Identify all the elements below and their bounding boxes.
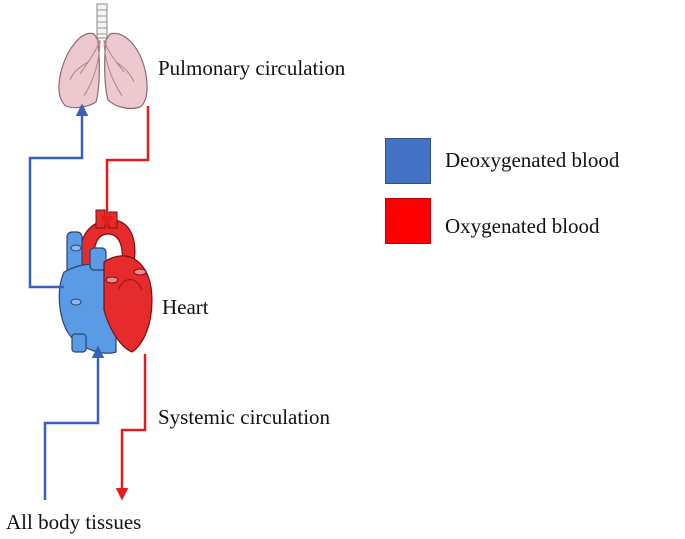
systemic-vein-arrow xyxy=(43,345,105,500)
pulmonary-vein-arrow xyxy=(100,106,150,229)
heart-icon xyxy=(58,209,153,354)
legend-label-deoxygenated: Deoxygenated blood xyxy=(445,148,620,172)
legend-swatch-oxygenated xyxy=(385,198,431,244)
pulmonary-artery-arrow xyxy=(28,103,89,289)
legend-swatch-deoxygenated xyxy=(385,138,431,184)
pulmonary-circulation-label: Pulmonary circulation xyxy=(158,56,346,80)
legend-label-oxygenated: Oxygenated blood xyxy=(445,214,600,238)
heart-label: Heart xyxy=(162,295,209,319)
systemic-circulation-label: Systemic circulation xyxy=(158,405,331,429)
all-body-tissues-label: All body tissues xyxy=(6,510,142,534)
systemic-artery-arrow xyxy=(115,354,147,501)
lungs-icon xyxy=(58,3,148,110)
